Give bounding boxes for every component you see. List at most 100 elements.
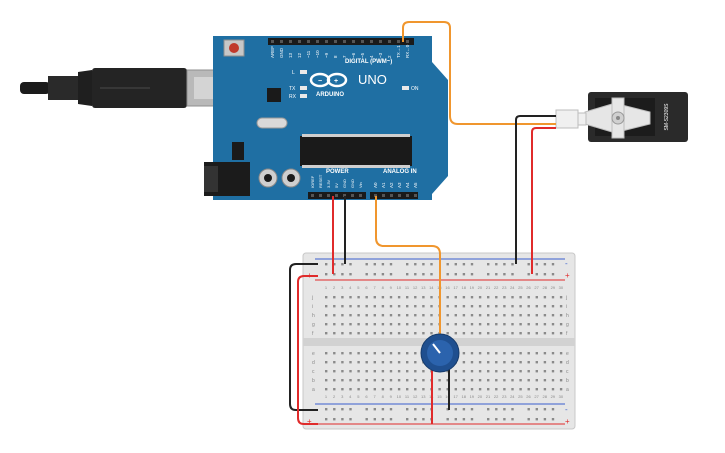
- digital-pin-hole: [361, 40, 364, 43]
- column-number: 20: [478, 394, 483, 399]
- column-number: 24: [510, 394, 515, 399]
- power-pin-hole: [335, 194, 338, 197]
- arduino-logo: − +: [309, 72, 348, 88]
- row-letter: d: [566, 360, 569, 366]
- digital-pin-hole: [316, 40, 319, 43]
- digital-pin-label: 2: [387, 55, 392, 58]
- column-number: 22: [494, 394, 499, 399]
- column-number: 8: [382, 394, 385, 399]
- svg-text:−: −: [318, 78, 322, 85]
- column-number: 29: [551, 285, 556, 290]
- column-number: 22: [494, 285, 499, 290]
- digital-header-label: DIGITAL (PWM~): [345, 59, 392, 65]
- column-number: 14: [429, 285, 434, 290]
- digital-pin-label: AREF: [270, 46, 275, 58]
- digital-pin-hole: [289, 40, 292, 43]
- column-number: 5: [357, 394, 360, 399]
- digital-pin-label: ~3: [378, 52, 383, 58]
- rail-plus-label-top-right: +: [565, 271, 570, 280]
- column-number: 3: [341, 285, 344, 290]
- power-pin-label: Vin: [358, 182, 363, 188]
- digital-pin-hole: [307, 40, 310, 43]
- digital-pin-label: 12: [297, 52, 302, 58]
- rail-minus-label-bottom-right: -: [565, 405, 568, 414]
- wire-servo-5v: [531, 127, 556, 274]
- wire-rail-5v-jumper: [297, 275, 318, 425]
- column-number: 3: [341, 394, 344, 399]
- power-pin-label: IOREF: [310, 175, 315, 188]
- digital-pin-hole: [388, 40, 391, 43]
- column-number: 2: [333, 285, 336, 290]
- svg-text:+: +: [334, 78, 338, 85]
- column-number: 24: [510, 285, 515, 290]
- digital-pin-label: ~5: [360, 52, 365, 58]
- column-number: 27: [534, 285, 539, 290]
- digital-pin-hole: [298, 40, 301, 43]
- column-number: 13: [421, 285, 426, 290]
- digital-pin-hole: [370, 40, 373, 43]
- digital-pin-hole: [271, 40, 274, 43]
- digital-pin-label: ~9: [324, 52, 329, 58]
- column-number: 13: [421, 394, 426, 399]
- power-pin-label: 5V: [334, 183, 339, 188]
- led-label-rx: RX: [289, 94, 297, 100]
- row-letter: d: [312, 360, 315, 366]
- row-letter: j: [565, 295, 567, 301]
- column-number: 7: [373, 285, 376, 290]
- column-number: 12: [413, 285, 418, 290]
- column-number: 5: [357, 285, 360, 290]
- column-number: 30: [559, 285, 564, 290]
- column-number: 6: [365, 394, 368, 399]
- column-number: 18: [461, 285, 466, 290]
- row-letter: b: [566, 378, 569, 384]
- column-number: 6: [365, 285, 368, 290]
- column-number: 19: [470, 394, 475, 399]
- column-number: 30: [559, 394, 564, 399]
- servo-connector: [555, 109, 579, 129]
- column-number: 23: [502, 394, 507, 399]
- row-letter: f: [312, 331, 314, 337]
- status-leds: [300, 70, 409, 98]
- digital-pin-label: ~11: [306, 50, 311, 58]
- usb-cable: [20, 68, 232, 108]
- power-pin-hole: [319, 194, 322, 197]
- digital-pin-label: ~6: [351, 52, 356, 58]
- digital-pin-label: 7: [342, 55, 347, 58]
- column-number: 9: [390, 285, 393, 290]
- digital-pin-hole: [397, 40, 400, 43]
- column-number: 2: [333, 394, 336, 399]
- row-letter: e: [312, 351, 315, 357]
- column-number: 1: [325, 285, 328, 290]
- wire-servo-signal: [402, 21, 556, 125]
- column-number: 28: [542, 394, 547, 399]
- row-letter: a: [312, 387, 315, 393]
- digital-pin-label: ~10: [315, 50, 320, 58]
- power-pin-label: GND: [350, 179, 355, 188]
- column-number: 21: [486, 394, 491, 399]
- digital-pin-label: GND: [279, 47, 284, 58]
- column-number: 10: [397, 285, 402, 290]
- breadboard-holes: [325, 263, 563, 421]
- column-number: 26: [526, 394, 531, 399]
- analog-header-label: ANALOG IN: [383, 169, 417, 175]
- analog-pin-label: A5: [413, 182, 418, 188]
- power-pin-hole: [311, 194, 314, 197]
- row-letter: f: [566, 331, 568, 337]
- power-pin-hole: [343, 194, 346, 197]
- digital-pin-label: 13: [288, 52, 293, 58]
- column-number: 11: [405, 285, 410, 290]
- analog-pin-hole: [406, 194, 409, 197]
- row-letter: j: [311, 295, 313, 301]
- analog-pin-hole: [414, 194, 417, 197]
- column-number: 25: [518, 394, 523, 399]
- atmega-chip: [300, 136, 412, 166]
- column-number: 16: [445, 285, 450, 290]
- wire-rail-gnd-jumper: [289, 263, 318, 411]
- column-number: 19: [470, 285, 475, 290]
- column-number: 16: [445, 394, 450, 399]
- analog-pin-hole: [398, 194, 401, 197]
- analog-pin-label: A4: [405, 182, 410, 188]
- analog-pin-label: A3: [397, 182, 402, 188]
- row-letter: b: [312, 378, 315, 384]
